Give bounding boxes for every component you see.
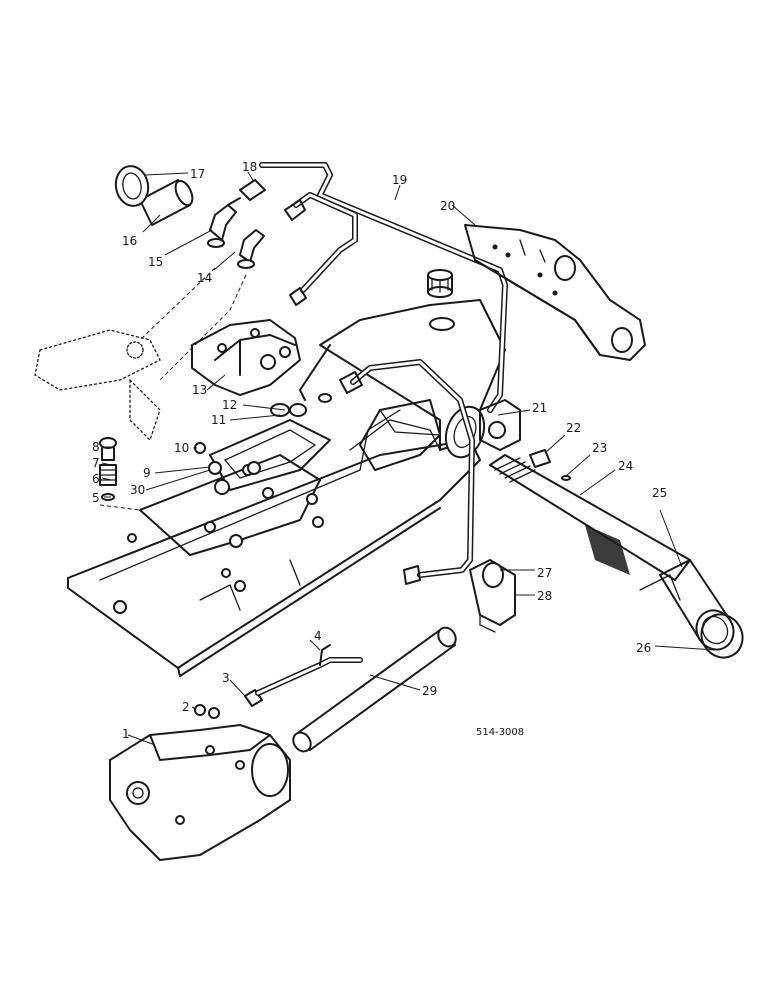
callout-17: 17 (190, 167, 205, 181)
faded-linkage (34, 329, 161, 442)
small-fittings (194, 371, 363, 475)
callout-10: 10 (174, 441, 189, 455)
callout-25: 25 (652, 486, 667, 500)
bolt-icon (214, 479, 230, 495)
seal-17 (114, 165, 150, 207)
callout-22: 22 (566, 421, 581, 435)
lift-arm-28 (469, 559, 516, 633)
bolt-icon (306, 493, 318, 505)
callout-3: 3 (222, 671, 230, 685)
port-icon (279, 346, 291, 358)
callout-23: 23 (592, 441, 607, 455)
callout-11: 11 (211, 413, 226, 427)
nuts-2 (194, 704, 220, 719)
bush-22 (529, 449, 551, 468)
bolt-icon (250, 328, 260, 338)
callout-15: 15 (148, 255, 163, 269)
callout-30: 30 (130, 483, 145, 497)
callout-9: 9 (143, 466, 151, 480)
callout-4: 4 (314, 629, 322, 643)
splined-bush-25 (659, 559, 735, 651)
pipe-fittings-18 (239, 179, 307, 306)
callout-14: 14 (197, 271, 212, 285)
union-3 (244, 689, 263, 707)
filter-tube-29 (292, 626, 457, 753)
port-icon (260, 354, 276, 370)
callout-12: 12 (222, 398, 237, 412)
control-valve-block (191, 319, 301, 396)
callout-7: 7 (92, 456, 100, 470)
callout-labels: 1 2 3 4 5 6 7 8 9 10 11 12 13 14 15 16 1… (92, 160, 667, 741)
hydraulic-pump (109, 724, 291, 861)
pipe-4 (255, 644, 363, 696)
pipe-nut-icon (403, 565, 421, 585)
filter-cap (427, 269, 453, 298)
callout-5: 5 (92, 491, 100, 505)
rockshaft-bracket-21 (479, 399, 521, 451)
bolt-icon (312, 516, 324, 528)
elbow-fitting-15 (207, 197, 241, 248)
bolt-icon (229, 534, 243, 548)
routing-lines (99, 267, 247, 511)
callout-19: 19 (392, 173, 407, 187)
top-link-bracket (464, 224, 646, 361)
key-23 (561, 475, 571, 481)
bolt-icon (113, 600, 127, 614)
callout-16: 16 (122, 234, 137, 248)
housing-cover-plate (67, 409, 481, 677)
callout-21: 21 (532, 401, 547, 415)
callout-18: 18 (242, 160, 257, 174)
bolt-icon (127, 533, 137, 543)
callout-26: 26 (636, 641, 651, 655)
bolt-icon (262, 487, 274, 499)
callout-27: 27 (537, 566, 552, 580)
callout-8: 8 (92, 440, 100, 454)
bolt-icon (217, 343, 227, 353)
valve-mounting-plate (113, 419, 331, 614)
elbow-fitting-14 (237, 229, 265, 269)
bush-16 (139, 179, 194, 226)
callout-24: 24 (618, 459, 633, 473)
bolt-icon (234, 580, 246, 592)
callout-13: 13 (192, 383, 207, 397)
callout-28: 28 (537, 589, 552, 603)
pipe-19 (259, 162, 508, 413)
callout-29: 29 (422, 684, 437, 698)
bolt-icon (221, 568, 231, 578)
callout-1: 1 (122, 727, 130, 741)
callout-6: 6 (92, 472, 100, 486)
pipe-27 (350, 359, 475, 585)
callout-20: 20 (440, 199, 455, 213)
drawing-code: 514-3008 (476, 727, 524, 738)
callout-2: 2 (182, 700, 190, 714)
seal-26 (700, 613, 744, 659)
rockshaft-24 (489, 454, 691, 601)
leader-lines (101, 171, 716, 746)
bolt-icon (204, 521, 216, 533)
